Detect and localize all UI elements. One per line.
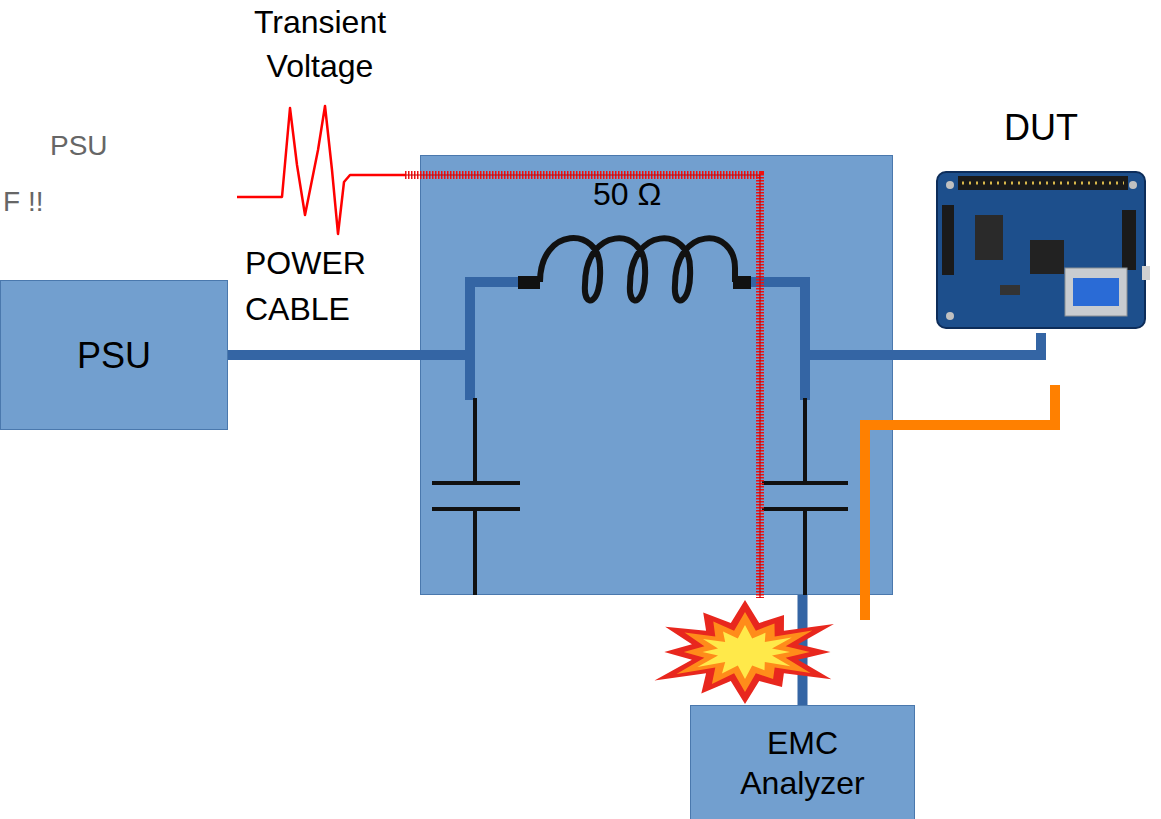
wire [805, 350, 893, 360]
transient-path [405, 175, 760, 598]
capacitor-symbol [762, 398, 848, 595]
power-cable [798, 595, 808, 705]
usb-connector [1065, 268, 1127, 316]
node-text: EMC Analyzer [723, 723, 883, 803]
label-slot: Transient Voltage [240, 0, 400, 88]
chip [1030, 240, 1064, 274]
coil-pad [518, 276, 540, 289]
transient-path [405, 175, 760, 598]
pin-header [958, 176, 1128, 190]
wire [470, 282, 522, 400]
analyzer-box: EMC Analyzer [690, 705, 915, 819]
jumper-block [975, 215, 1003, 260]
lisn-box: 50 Ω [420, 155, 893, 595]
wire [420, 350, 470, 360]
mount-hole [946, 312, 954, 320]
pin-header [942, 205, 954, 275]
coil-pad [733, 276, 751, 289]
pcb [937, 172, 1145, 328]
annotation-label: F !! [3, 184, 113, 220]
inductor-symbol [540, 238, 735, 300]
power-supply-box: PSU [0, 280, 228, 430]
explosion [697, 625, 791, 679]
annotation-label: POWER CABLE [245, 240, 415, 332]
label-slot: POWER CABLE [245, 240, 415, 332]
dut-board [937, 172, 1150, 328]
pin-header [1122, 210, 1136, 270]
button [1142, 266, 1150, 280]
ground-cable [865, 385, 1055, 620]
capacitor-symbol [432, 398, 520, 595]
node-text: DUT [1004, 105, 1078, 150]
annotation-label: PSU [50, 128, 170, 164]
label-slot: F !! [3, 184, 113, 220]
power-cable [228, 350, 420, 360]
explosion [655, 600, 834, 704]
node-text: 50 Ω [593, 174, 661, 214]
component [1000, 285, 1020, 295]
annotation-label: Transient Voltage [240, 0, 400, 88]
power-cable [893, 333, 1041, 355]
device-under-test: DUT [930, 105, 1152, 333]
transient-waveform [237, 106, 405, 234]
mount-hole [1129, 181, 1137, 189]
label-slot: PSU [50, 128, 170, 164]
explosion [676, 612, 812, 692]
mount-hole [946, 181, 954, 189]
usb-connector [1073, 278, 1119, 306]
header-pins [962, 182, 1124, 185]
wire [748, 282, 805, 400]
node-text: PSU [77, 333, 151, 378]
